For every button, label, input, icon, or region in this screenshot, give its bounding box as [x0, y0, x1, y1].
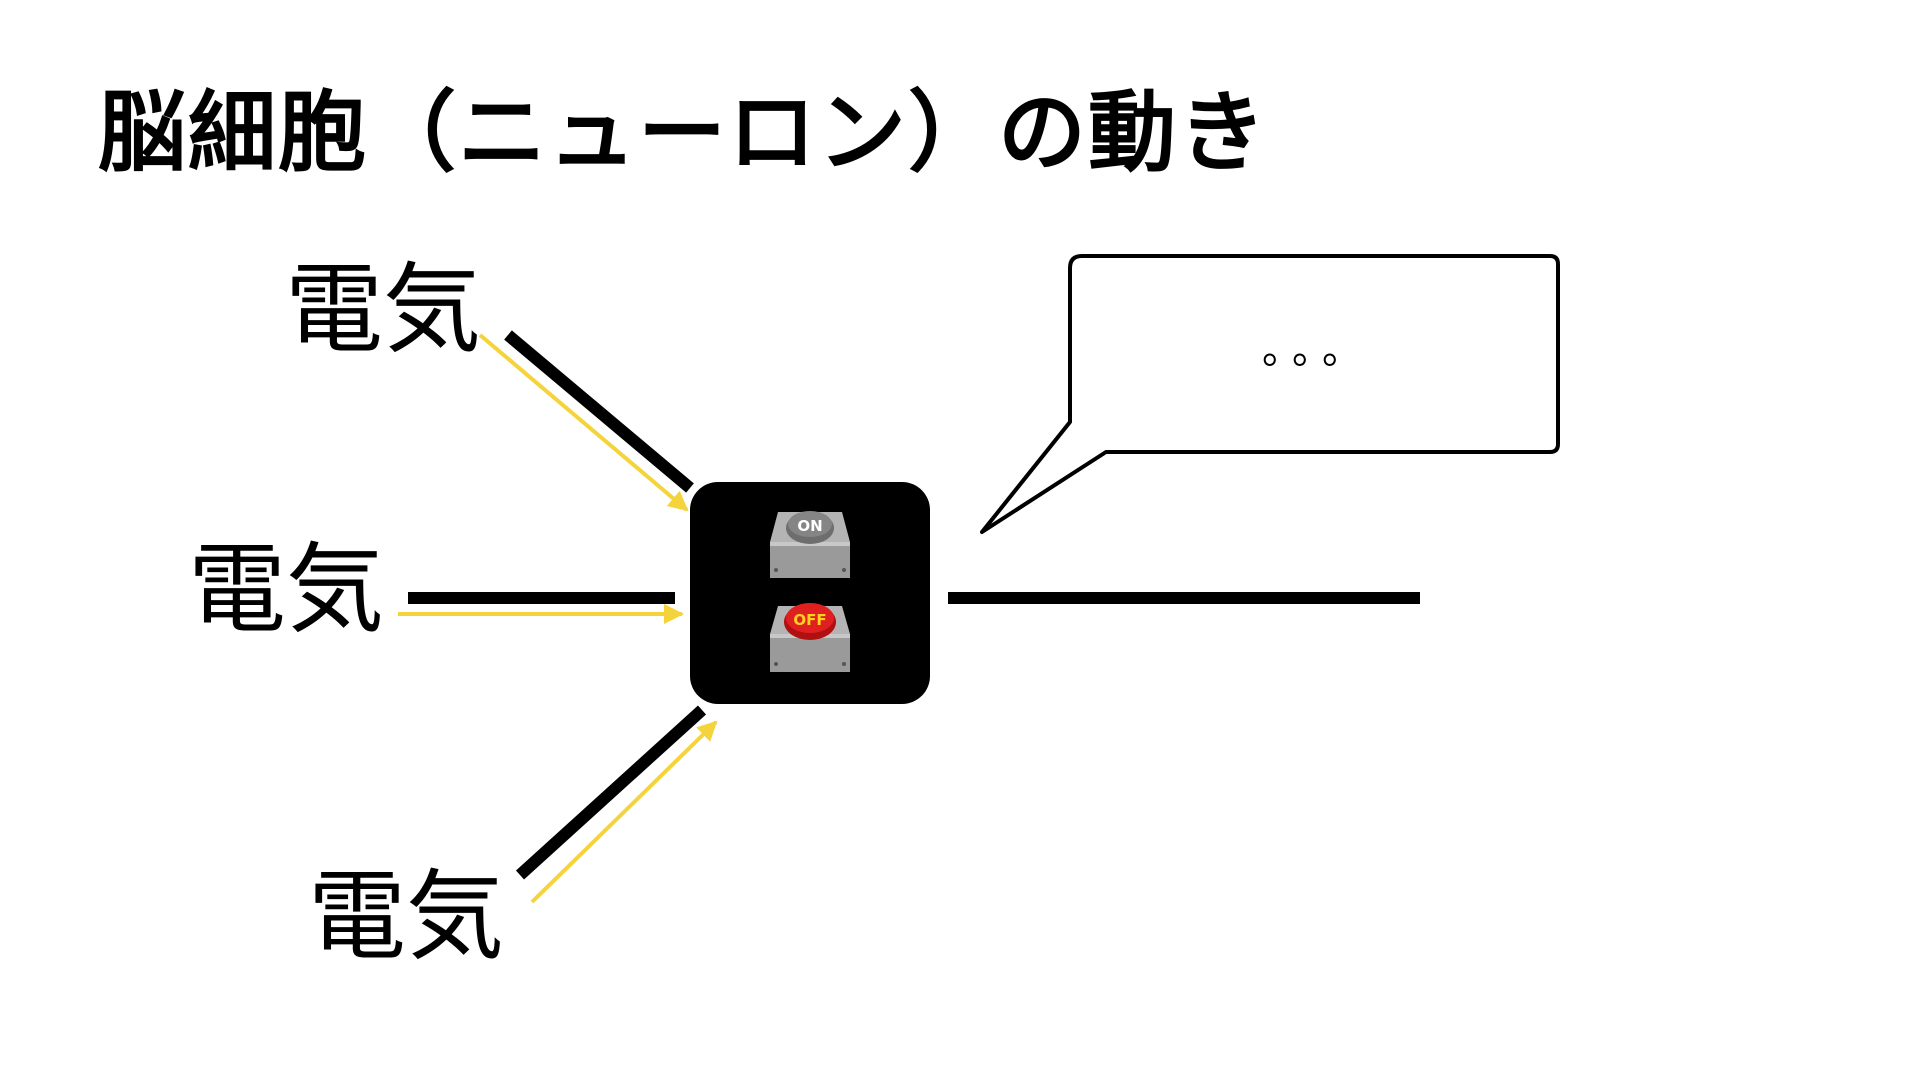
- dendrite-top: [504, 330, 694, 493]
- signal-arrow-top: [478, 333, 689, 512]
- off-button-label: OFF: [793, 611, 826, 629]
- input-label-middle: 電気: [188, 533, 385, 647]
- slide-title: 脳細胞（ニューロン）の動き: [98, 81, 1269, 184]
- on-button-icon: ON: [770, 511, 850, 578]
- input-label-top: 電気: [285, 253, 482, 367]
- input-label-bottom: 電気: [308, 860, 505, 974]
- signal-arrow-bottom: [530, 720, 718, 904]
- speech-bubble: [980, 254, 1560, 534]
- neuron-body: [690, 482, 930, 704]
- dendrite-bottom: [515, 705, 707, 880]
- on-button-label: ON: [797, 517, 822, 535]
- off-button-icon: OFF: [770, 603, 850, 672]
- speech-bubble-text: 。。。: [1262, 327, 1372, 373]
